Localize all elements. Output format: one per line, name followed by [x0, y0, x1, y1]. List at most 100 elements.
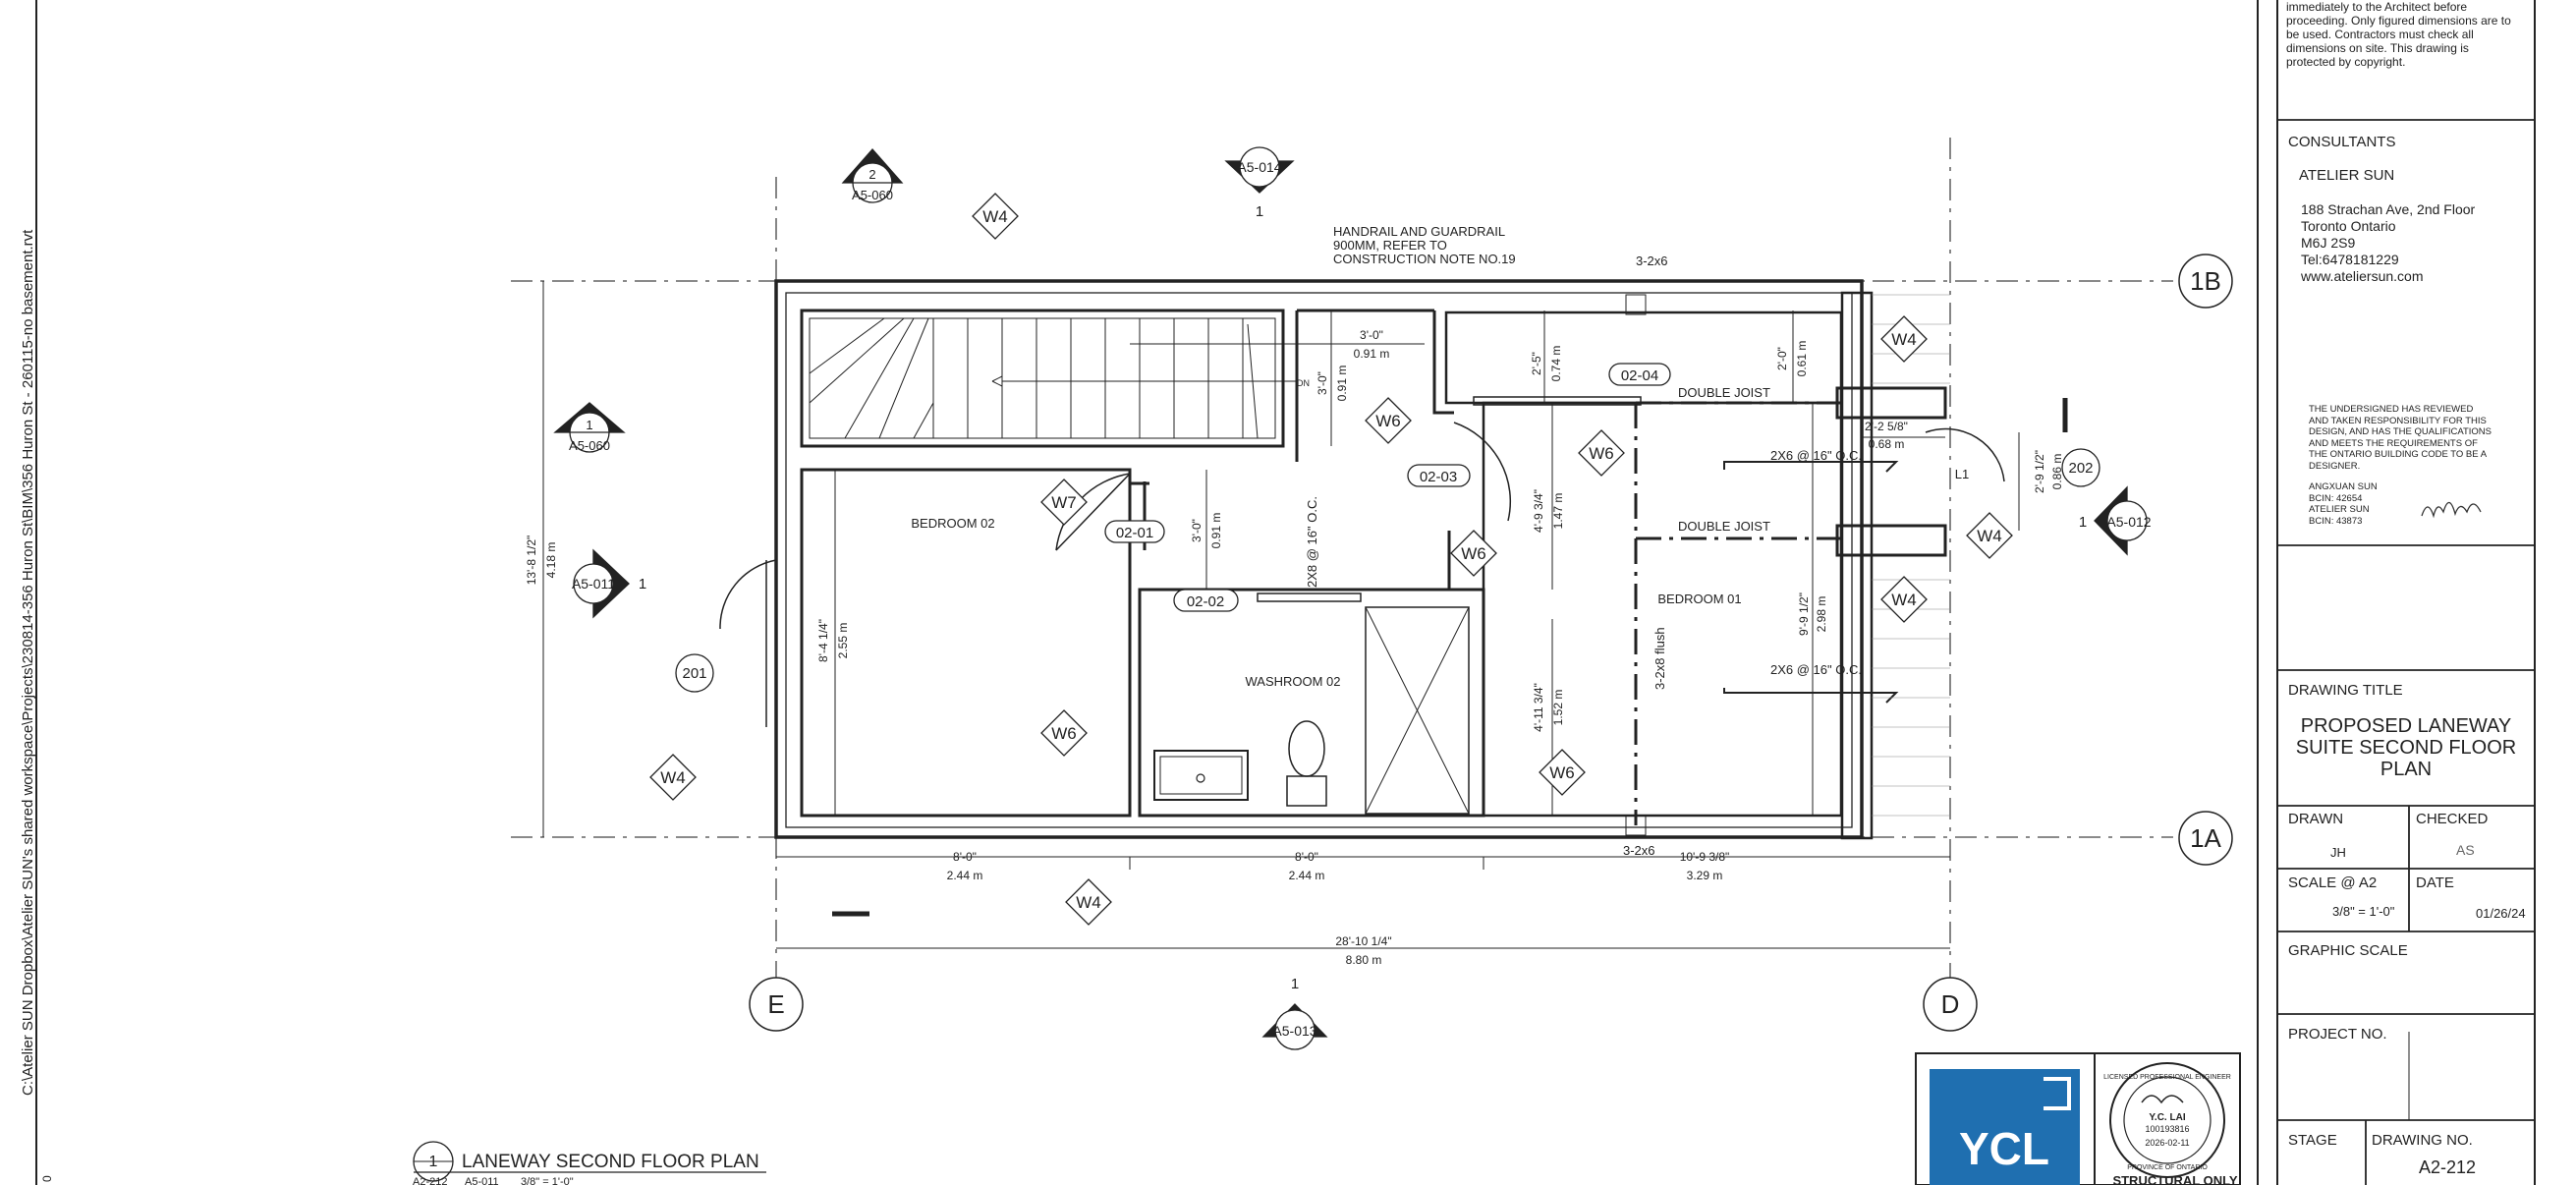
signature [2421, 501, 2482, 519]
note-line: protected by copyright. [2286, 55, 2406, 69]
dim-text: 1.47 m [1551, 493, 1565, 530]
room-tag: 02-02 [1187, 593, 1224, 610]
designer-line: BCIN: 43873 [2309, 515, 2363, 527]
ycl-logo-text: YCL [1959, 1123, 2049, 1174]
floor-plan [719, 279, 2068, 917]
room-tags [675, 363, 2100, 693]
note-line: immediately to the Architect before [2286, 0, 2468, 14]
dim-text: 0.68 m [1869, 437, 1905, 451]
dim-text: 8'-4 1/4" [816, 619, 830, 662]
view-title: 1 LANEWAY SECOND FLOOR PLAN A2-212 A5-01… [413, 1141, 766, 1185]
header-note: 3-2x6 [1623, 843, 1655, 858]
dim-text: 0.91 m [1335, 366, 1349, 402]
section-markers [553, 146, 2148, 1050]
handrail-note: HANDRAIL AND GUARDRAIL [1333, 224, 1505, 239]
ycl-logo-mark [2044, 1077, 2071, 1110]
website: www.ateliersun.com [2301, 268, 2424, 284]
structural-only: STRUCTURAL ONLY [2112, 1173, 2237, 1185]
section-number: 1 [586, 418, 592, 432]
joist-note: 2X6 @ 16" O.C. [1770, 448, 1862, 463]
dim-text: 3'-0" [1316, 371, 1329, 395]
firm-name: ATELIER SUN [2299, 167, 2395, 184]
dim-text: 2.55 m [836, 623, 850, 659]
dim-text: 0.91 m [1209, 513, 1223, 549]
graphic-scale-label: GRAPHIC SCALE [2288, 942, 2408, 959]
view-title-text: LANEWAY SECOND FLOOR PLAN [462, 1152, 759, 1172]
dim-text: 2'-9 1/2" [2033, 450, 2046, 493]
window-tag-w6: W6 [1375, 412, 1401, 430]
section-ref: A5-014 [1237, 159, 1281, 175]
general-notes: immediately to the Architect before proc… [2286, 0, 2532, 69]
date-value: 01/26/24 [2476, 906, 2526, 921]
dim-text: 2'-5" [1530, 352, 1543, 375]
firm-address: 188 Strachan Ave, 2nd Floor Toronto Onta… [2301, 201, 2475, 285]
door-tag-l1: L1 [1955, 467, 1969, 481]
date-label: DATE [2416, 875, 2454, 891]
room-name-bedroom02: BEDROOM 02 [911, 516, 994, 531]
window-tag-w6: W6 [1051, 724, 1077, 743]
drawing-title-line: SUITE SECOND FLOOR [2295, 737, 2517, 759]
statement-line: DESIGNER. [2309, 460, 2361, 472]
window-tag-w4: W4 [1977, 527, 2002, 545]
dimension-lines [542, 281, 2020, 949]
address-line: Toronto Ontario [2301, 218, 2396, 234]
dim-text: 0.61 m [1795, 341, 1809, 377]
stage-label: STAGE [2288, 1132, 2337, 1149]
dim-text: 0.86 m [2050, 454, 2064, 490]
address-line: M6J 2S9 [2301, 235, 2356, 251]
handrail-note: 900MM, REFER TO [1333, 238, 1447, 253]
dim-text: 8'-0" [953, 850, 977, 864]
drawing-title: PROPOSED LANEWAY SUITE SECOND FLOOR PLAN [2277, 715, 2535, 780]
statement-line: THE UNDERSIGNED HAS REVIEWED [2309, 404, 2474, 415]
window-tags [649, 193, 2013, 926]
statement-line: AND TAKEN RESPONSIBILITY FOR THIS [2309, 415, 2487, 426]
room-tag: 02-01 [1116, 525, 1153, 541]
dim-text: 3'-0" [1190, 519, 1204, 542]
grid-bubbles [749, 254, 2233, 1032]
joist-note: 2X6 @ 16" O.C. [1770, 662, 1862, 677]
window-tag-w4: W4 [982, 207, 1008, 226]
grid-label: 1B [2190, 266, 2221, 296]
scale-label: SCALE @ A2 [2288, 875, 2378, 891]
door-tag: 201 [682, 665, 706, 682]
dim-text: 13'-8 1/2" [525, 536, 538, 586]
section-number: 2 [868, 167, 875, 182]
door-tag: 202 [2068, 460, 2093, 477]
window-tag-w6: W6 [1589, 444, 1614, 463]
section-ref: A5-012 [2106, 514, 2151, 530]
dim-text: 0.91 m [1354, 347, 1390, 361]
dim-text: 9'-9 1/2" [1797, 592, 1811, 636]
drawing-title-line: PLAN [2380, 759, 2433, 780]
grid-label: D [1941, 989, 1960, 1019]
section-ref: A5-013 [1272, 1023, 1316, 1039]
drawn-label: DRAWN [2288, 811, 2344, 827]
svg-text:Y.C. LAI: Y.C. LAI [2149, 1112, 2185, 1123]
section-ref: A5-011 [572, 576, 615, 592]
drawing-no-label: DRAWING NO. [2372, 1132, 2473, 1149]
drawing-title-line: PROPOSED LANEWAY [2300, 715, 2512, 737]
designer-line: ATELIER SUN [2309, 504, 2370, 515]
designer-info: ANGXUAN SUN BCIN: 42654 ATELIER SUN BCIN… [2309, 481, 2378, 527]
ycl-logo [1930, 1069, 2080, 1185]
statement-line: DESIGN, AND HAS THE QUALIFICATIONS [2309, 426, 2492, 437]
svg-text:100193816: 100193816 [2145, 1124, 2189, 1134]
engineer-seal: Y.C. LAI 100193816 2026-02-11 LICENSED P… [2103, 1062, 2231, 1178]
dim-text: 3'-0" [1360, 328, 1383, 342]
project-no-label: PROJECT NO. [2288, 1026, 2387, 1043]
grid-label: E [767, 989, 784, 1019]
section-ref: A5-060 [569, 438, 610, 453]
dim-text: 4'-9 3/4" [1532, 489, 1545, 533]
file-path: C:\Atelier SUN Dropbox\Atelier SUN's sha… [20, 229, 36, 1096]
section-ref: A5-060 [852, 188, 893, 202]
handrail-note: CONSTRUCTION NOTE NO.19 [1333, 252, 1516, 266]
note-line: proceeding. Only figured dimensions are … [2286, 14, 2511, 28]
dim-text: 1.52 m [1551, 690, 1565, 726]
stair-dn: DN [1297, 378, 1310, 388]
grid-label: 1A [2190, 823, 2221, 853]
window-tag-w6: W6 [1461, 544, 1486, 563]
flush-note: 3-2x8 flush [1652, 627, 1667, 690]
dim-text: 2'-0" [1775, 347, 1789, 370]
drawing-title-label: DRAWING TITLE [2288, 682, 2403, 699]
statement-line: AND MEETS THE REQUIREMENTS OF [2309, 437, 2478, 449]
